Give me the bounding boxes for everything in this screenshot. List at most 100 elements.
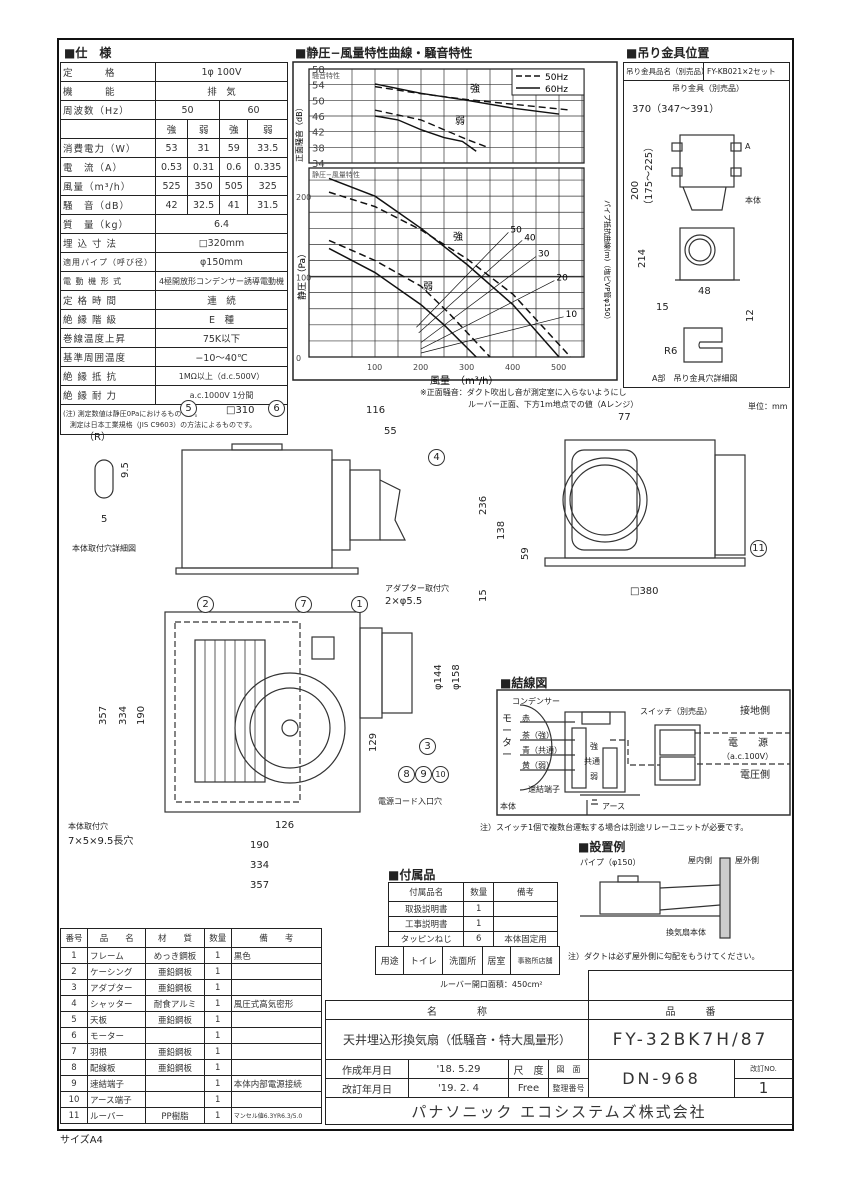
capacitor-label: コンデンサー	[512, 697, 560, 706]
dim-380: □380	[630, 586, 659, 597]
hanger-box: 吊り金具品名（別売品） FY-KB021×2セット	[623, 62, 790, 388]
table-cell: 材 質	[145, 928, 205, 948]
dim-138: 138	[496, 520, 507, 540]
wiring-note: 注）スイッチ1個で複数台運転する場合は別途リレーユニットが必要です。	[480, 823, 749, 832]
scale-label: 尺 度	[508, 1059, 549, 1079]
switch-label: スイッチ（別売品）	[640, 707, 712, 716]
dim-9-5: 9.5	[120, 462, 131, 478]
table-cell	[230, 1011, 323, 1028]
table-cell: 居室	[481, 946, 511, 975]
table-cell: 風圧式高気密形	[230, 995, 323, 1012]
radius-label: （R）	[84, 432, 111, 443]
table-cell: 1	[463, 916, 495, 932]
callout-1-wrap: 1	[351, 592, 368, 613]
indoor-label: 屋内側	[688, 856, 712, 865]
table-cell: 亜鉛鋼板	[145, 1011, 205, 1028]
table-cell: 電 流（A）	[60, 157, 156, 177]
table-cell: 31	[187, 138, 221, 158]
install-title: ■設置例	[578, 840, 626, 854]
table-cell: 1	[203, 1107, 232, 1124]
dim-190-h: 190	[250, 840, 270, 851]
body-label: 本体	[500, 802, 516, 811]
table-cell: 4	[59, 995, 89, 1012]
callout-11-wrap: 11	[750, 536, 767, 557]
table-cell: 1	[203, 1043, 232, 1060]
table-cell: 6	[463, 931, 495, 947]
table-cell	[145, 1091, 205, 1108]
table-cell: 騒 音（dB）	[60, 195, 156, 215]
dim-126: 126	[275, 820, 295, 831]
table-cell: 1	[203, 963, 232, 980]
table-cell	[230, 979, 323, 996]
callout-8: 8	[398, 766, 415, 783]
table-cell: 消費電力（W）	[60, 138, 156, 158]
table-cell: 1	[203, 1075, 232, 1092]
table-header-row: 付属品名数量備考	[387, 882, 558, 902]
table-row: 質 量（kg）6.4	[60, 214, 288, 234]
callout-2-wrap: 2	[197, 592, 214, 613]
table-cell: 0.335	[247, 157, 288, 177]
table-cell: 1φ 100V	[155, 62, 288, 82]
hanger-caption: A部 吊り金具穴詳細図	[652, 374, 738, 383]
hole-detail-caption: 本体取付穴詳細図	[72, 544, 136, 553]
dim-5: 5	[101, 514, 108, 525]
callout-7: 7	[295, 596, 312, 613]
wiring-title: ■結線図	[500, 676, 548, 690]
dim-236: 236	[478, 495, 489, 515]
hanger-body-label: 本体	[745, 196, 761, 205]
paper-size: サイズA4	[60, 1135, 103, 1146]
title-block: 名 称品 番 天井埋込形換気扇（低騒音・特大風量形）FY-32BK7H/87 作…	[325, 1000, 793, 1125]
table-cell: 備 考	[230, 928, 323, 948]
table-cell: 1	[203, 947, 232, 964]
table-cell: 0.53	[154, 157, 189, 177]
voltage-side-label: 電圧側	[740, 770, 770, 781]
table-cell: 備考	[493, 882, 558, 902]
ground-side-label: 接地側	[740, 706, 770, 717]
table-cell: 本体固定用	[493, 931, 558, 947]
install-title-text: 設置例	[589, 840, 626, 854]
created-date: '18. 5.29	[408, 1059, 509, 1079]
cord-hole-label: 電源コード入口穴	[378, 797, 442, 806]
table-cell: 525	[154, 176, 189, 196]
table-cell: 3	[59, 979, 89, 996]
drawing-number: DN-968	[588, 1059, 735, 1098]
accessory-title: ■付属品	[388, 868, 436, 882]
table-cell: 6	[59, 1027, 89, 1044]
terminal-strong: 強	[590, 742, 598, 751]
table-cell: 弱	[247, 119, 288, 139]
hanger-dim-48: 48	[698, 286, 711, 297]
callout-9: 9	[415, 766, 432, 783]
unit-label: 単位：mm	[748, 402, 788, 411]
hanger-height-dim: 200	[630, 180, 641, 200]
table-cell: 5	[59, 1011, 89, 1028]
dim-357-v: 357	[98, 705, 109, 725]
table-cell: 2	[59, 963, 89, 980]
callout-1: 1	[351, 596, 368, 613]
table-cell: 適用パイプ（呼び径）	[60, 252, 156, 272]
dim-334-h: 334	[250, 860, 270, 871]
chart-note-1: ※正面騒音：ダクト吹出し音が測定室に入らないようにし	[420, 388, 627, 397]
hanger-part-label: 吊り金具（別売品）	[672, 84, 744, 93]
table-cell: 工事説明書	[387, 916, 465, 932]
chart-title-text: 静圧−風量特性曲線・騒音特性	[306, 46, 473, 60]
table-cell: 31.5	[247, 195, 288, 215]
created-label: 作成年月日	[325, 1059, 409, 1079]
table-cell: −10〜40℃	[155, 347, 288, 367]
table-cell: 絶 縁 抵 抗	[60, 366, 156, 386]
table-cell: 事務所店舗	[509, 946, 561, 975]
wire-yellow: 黄（弱）	[522, 761, 554, 770]
table-cell: 33.5	[247, 138, 288, 158]
hanger-dim-r6: R6	[664, 346, 678, 357]
dim-116: 116	[366, 405, 386, 416]
table-cell: 巻線温度上昇	[60, 328, 156, 348]
table-header-row: 番号品 名材 質数量備 考	[59, 928, 323, 948]
table-cell: フレーム	[87, 947, 147, 964]
